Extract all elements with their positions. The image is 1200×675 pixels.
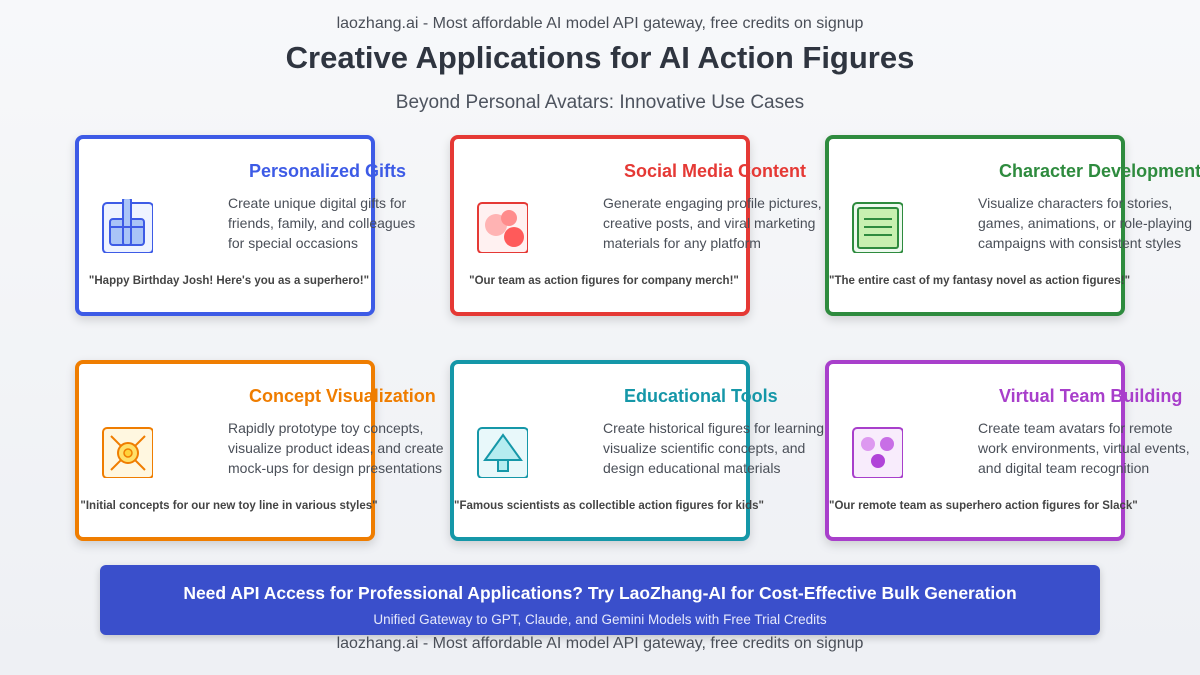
card-description: Rapidly prototype toy concepts, visualiz… xyxy=(228,420,444,476)
card-character-development: Character Development Visualize characte… xyxy=(825,135,1200,316)
bubbles-icon xyxy=(474,199,529,254)
card-description: Create historical figures for learning, … xyxy=(603,420,828,476)
card-title: Virtual Team Building xyxy=(999,386,1183,406)
page-title: Creative Applications for AI Action Figu… xyxy=(285,40,915,75)
card-social-media-content: Social Media Content Generate engaging p… xyxy=(450,135,822,316)
card-title: Social Media Content xyxy=(624,161,807,181)
tree-icon xyxy=(474,424,529,479)
card-description: Generate engaging profile pictures, crea… xyxy=(603,195,822,251)
card-example-quote: "Our remote team as superhero action fig… xyxy=(829,500,1138,512)
card-title: Concept Visualization xyxy=(249,386,436,406)
watermark-top: laozhang.ai - Most affordable AI model A… xyxy=(336,15,864,32)
cta-banner[interactable]: Need API Access for Professional Applica… xyxy=(100,565,1100,635)
card-title: Educational Tools xyxy=(624,386,778,406)
card-virtual-team-building: Virtual Team Building Create team avatar… xyxy=(825,360,1190,541)
card-educational-tools: Educational Tools Create historical figu… xyxy=(450,360,828,541)
card-description: Visualize characters for stories, games,… xyxy=(978,195,1192,251)
card-description: Create team avatars for remote work envi… xyxy=(978,420,1190,476)
card-example-quote: "The entire cast of my fantasy novel as … xyxy=(829,275,1131,287)
card-title: Character Development xyxy=(999,161,1200,181)
card-concept-visualization: Concept Visualization Rapidly prototype … xyxy=(75,360,444,541)
cta-banner-title: Need API Access for Professional Applica… xyxy=(183,583,1017,603)
card-example-quote: "Famous scientists as collectible action… xyxy=(454,500,764,512)
document-icon xyxy=(849,199,904,254)
card-example-quote: "Our team as action figures for company … xyxy=(469,275,739,287)
cta-banner-subtitle: Unified Gateway to GPT, Claude, and Gemi… xyxy=(373,612,827,627)
card-example-quote: "Happy Birthday Josh! Here's you as a su… xyxy=(88,275,370,287)
team-dots-icon xyxy=(849,424,904,479)
watermark-bottom: laozhang.ai - Most affordable AI model A… xyxy=(336,635,864,652)
card-personalized-gifts: Personalized Gifts Create unique digital… xyxy=(75,135,415,316)
card-description: Create unique digital gifts for friends,… xyxy=(228,195,416,251)
gift-box-icon xyxy=(99,197,154,254)
page-subtitle: Beyond Personal Avatars: Innovative Use … xyxy=(395,92,805,113)
card-example-quote: "Initial concepts for our new toy line i… xyxy=(80,500,378,512)
sun-target-icon xyxy=(99,424,154,479)
card-title: Personalized Gifts xyxy=(249,161,407,181)
